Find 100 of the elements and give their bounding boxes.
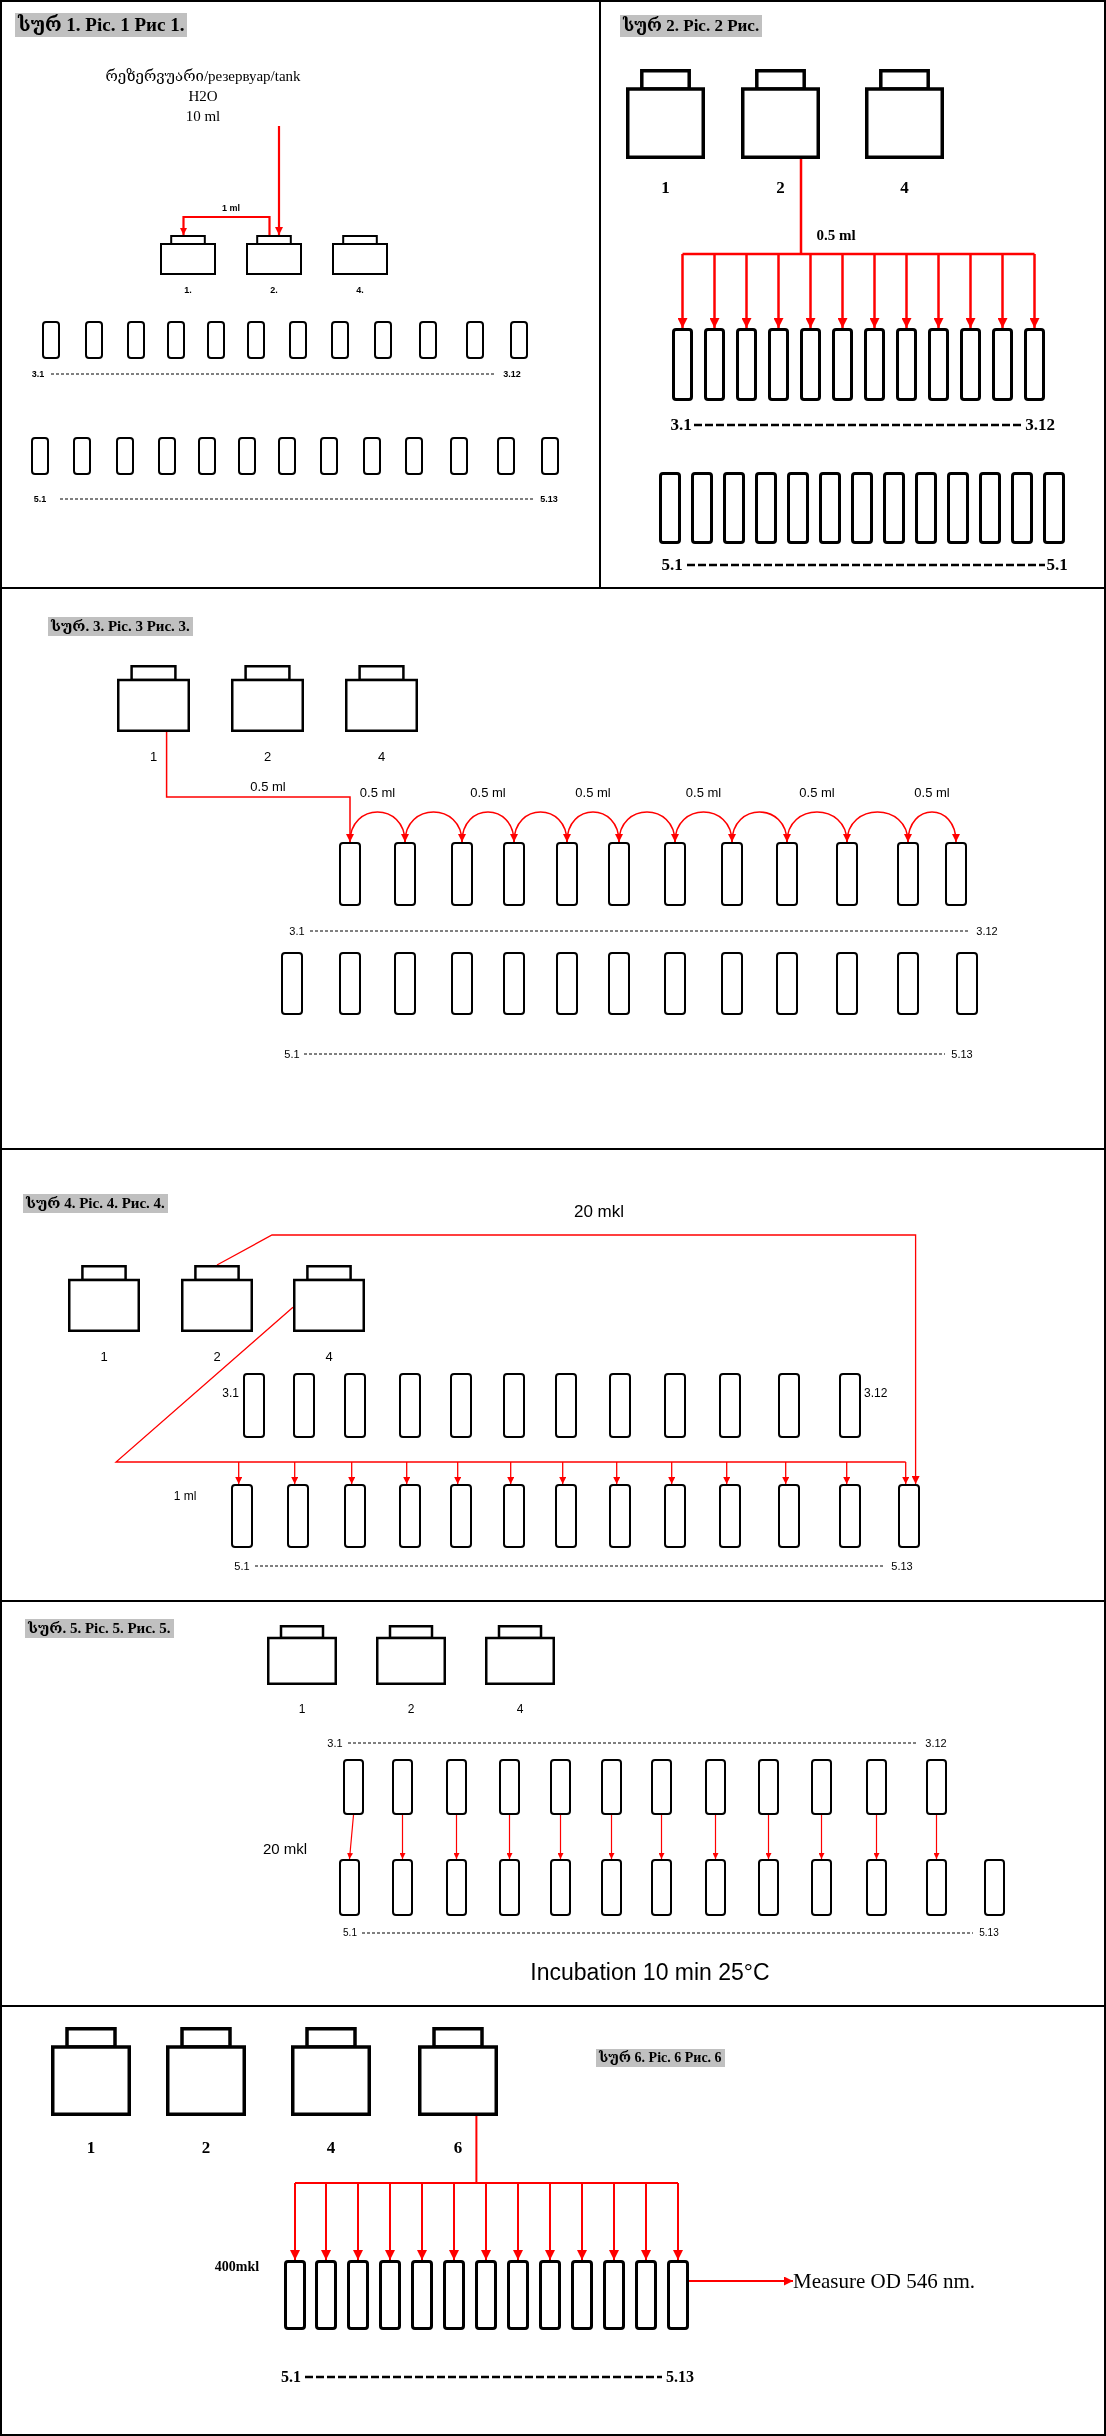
test-tube-icon bbox=[664, 1373, 686, 1438]
test-tube-icon bbox=[787, 472, 809, 544]
test-tube-icon bbox=[851, 472, 873, 544]
test-tube-icon bbox=[691, 472, 713, 544]
tube-number: 3.12 bbox=[976, 925, 998, 937]
test-tube-icon bbox=[394, 842, 416, 906]
test-tube-icon bbox=[419, 321, 437, 359]
arrow bbox=[216, 1234, 920, 1485]
arrow bbox=[805, 254, 816, 328]
test-tube-icon bbox=[667, 2260, 689, 2330]
curved-arrow bbox=[513, 811, 571, 843]
incubation-note: Incubation 10 min 25°C bbox=[530, 1960, 770, 1984]
figure-panel bbox=[599, 0, 1106, 589]
arrow bbox=[613, 1461, 621, 1485]
arrow bbox=[609, 2182, 619, 2261]
curved-arrow bbox=[907, 811, 960, 843]
volume-label: 0.5 ml bbox=[573, 785, 613, 799]
tube-number: 5.1 bbox=[1046, 555, 1068, 573]
volume-label: 0.5 ml bbox=[683, 785, 724, 799]
test-tube-icon bbox=[609, 1373, 631, 1438]
test-tube-icon bbox=[550, 1859, 571, 1916]
bottle-number: 4 bbox=[325, 1350, 333, 1363]
arrow bbox=[712, 1814, 719, 1860]
arrow bbox=[291, 1461, 299, 1485]
test-tube-icon bbox=[928, 328, 949, 401]
arrow bbox=[782, 1461, 790, 1485]
test-tube-icon bbox=[836, 952, 858, 1015]
arrow bbox=[235, 1461, 243, 1485]
curved-arrow bbox=[566, 811, 623, 843]
test-tube-icon bbox=[475, 2260, 497, 2330]
test-tube-icon bbox=[819, 472, 841, 544]
arrow bbox=[507, 1461, 515, 1485]
bottle-number: 1 bbox=[86, 2139, 96, 2156]
curved-arrow bbox=[461, 811, 518, 843]
test-tube-icon bbox=[839, 1484, 861, 1548]
test-tube-icon bbox=[238, 437, 256, 475]
test-tube-icon bbox=[811, 1859, 832, 1916]
test-tube-icon bbox=[451, 842, 473, 906]
tube-number: 5.1 bbox=[234, 1560, 250, 1572]
test-tube-icon bbox=[344, 1373, 366, 1438]
volume-label: 1 ml bbox=[220, 203, 242, 213]
curved-arrow bbox=[349, 811, 409, 843]
test-tube-icon bbox=[926, 1759, 947, 1815]
test-tube-icon bbox=[394, 952, 416, 1015]
test-tube-icon bbox=[608, 842, 630, 906]
tube-number: 3.12 bbox=[925, 1737, 947, 1749]
test-tube-icon bbox=[507, 2260, 529, 2330]
arrow bbox=[677, 254, 688, 328]
test-tube-icon bbox=[443, 2260, 465, 2330]
test-tube-icon bbox=[281, 952, 303, 1015]
arrow bbox=[275, 126, 283, 235]
arrow bbox=[641, 2182, 651, 2261]
figure-panel bbox=[0, 1148, 1106, 1602]
test-tube-icon bbox=[1024, 328, 1045, 401]
test-tube-icon bbox=[601, 1859, 622, 1916]
test-tube-icon bbox=[556, 842, 578, 906]
arrow bbox=[453, 1814, 460, 1860]
test-tube-icon bbox=[896, 328, 917, 401]
arrow bbox=[1029, 254, 1040, 328]
bottle-number: 2 bbox=[201, 2139, 211, 2156]
arrow bbox=[901, 254, 912, 328]
test-tube-icon bbox=[768, 328, 789, 401]
test-tube-icon bbox=[293, 1373, 315, 1438]
arrow bbox=[577, 2182, 587, 2261]
test-tube-icon bbox=[608, 952, 630, 1015]
connector-line bbox=[681, 157, 1036, 256]
panel-heading: სურ 2. Pic. 2 Рис. bbox=[620, 15, 763, 37]
bottle-number: 1. bbox=[184, 286, 192, 295]
arrow bbox=[765, 1814, 772, 1860]
arrow bbox=[290, 2182, 300, 2261]
volume-label: 0.5 ml bbox=[912, 785, 952, 799]
arrow bbox=[723, 1461, 731, 1485]
tube-number: 3.1 bbox=[327, 1737, 343, 1749]
test-tube-icon bbox=[723, 472, 745, 544]
volume-label: 0.5 ml bbox=[357, 785, 398, 799]
tube-number: 5.13 bbox=[540, 494, 558, 504]
test-tube-icon bbox=[289, 321, 307, 359]
test-tube-icon bbox=[347, 2260, 369, 2330]
bottle-number: 2 bbox=[213, 1350, 221, 1363]
tube-number: 3.12 bbox=[864, 1387, 888, 1399]
test-tube-icon bbox=[320, 437, 338, 475]
panel-heading: სურ. 3. Pic. 3 Рис. 3. bbox=[48, 617, 193, 637]
test-tube-icon bbox=[758, 1859, 779, 1916]
test-tube-icon bbox=[664, 952, 686, 1015]
test-tube-icon bbox=[664, 842, 686, 906]
test-tube-icon bbox=[503, 952, 525, 1015]
tube-number: 3.1 bbox=[289, 925, 305, 937]
test-tube-icon bbox=[405, 437, 423, 475]
arrow bbox=[399, 1814, 406, 1860]
test-tube-icon bbox=[116, 437, 134, 475]
test-tube-icon bbox=[399, 1484, 421, 1548]
test-tube-icon bbox=[555, 1373, 577, 1438]
test-tube-icon bbox=[556, 952, 578, 1015]
test-tube-icon bbox=[399, 1373, 421, 1438]
arrow bbox=[449, 2182, 459, 2261]
test-tube-icon bbox=[539, 2260, 561, 2330]
test-tube-icon bbox=[800, 328, 821, 401]
test-tube-icon bbox=[866, 1859, 887, 1916]
bottle-number: 6 bbox=[453, 2139, 463, 2156]
arrow bbox=[559, 1461, 567, 1485]
